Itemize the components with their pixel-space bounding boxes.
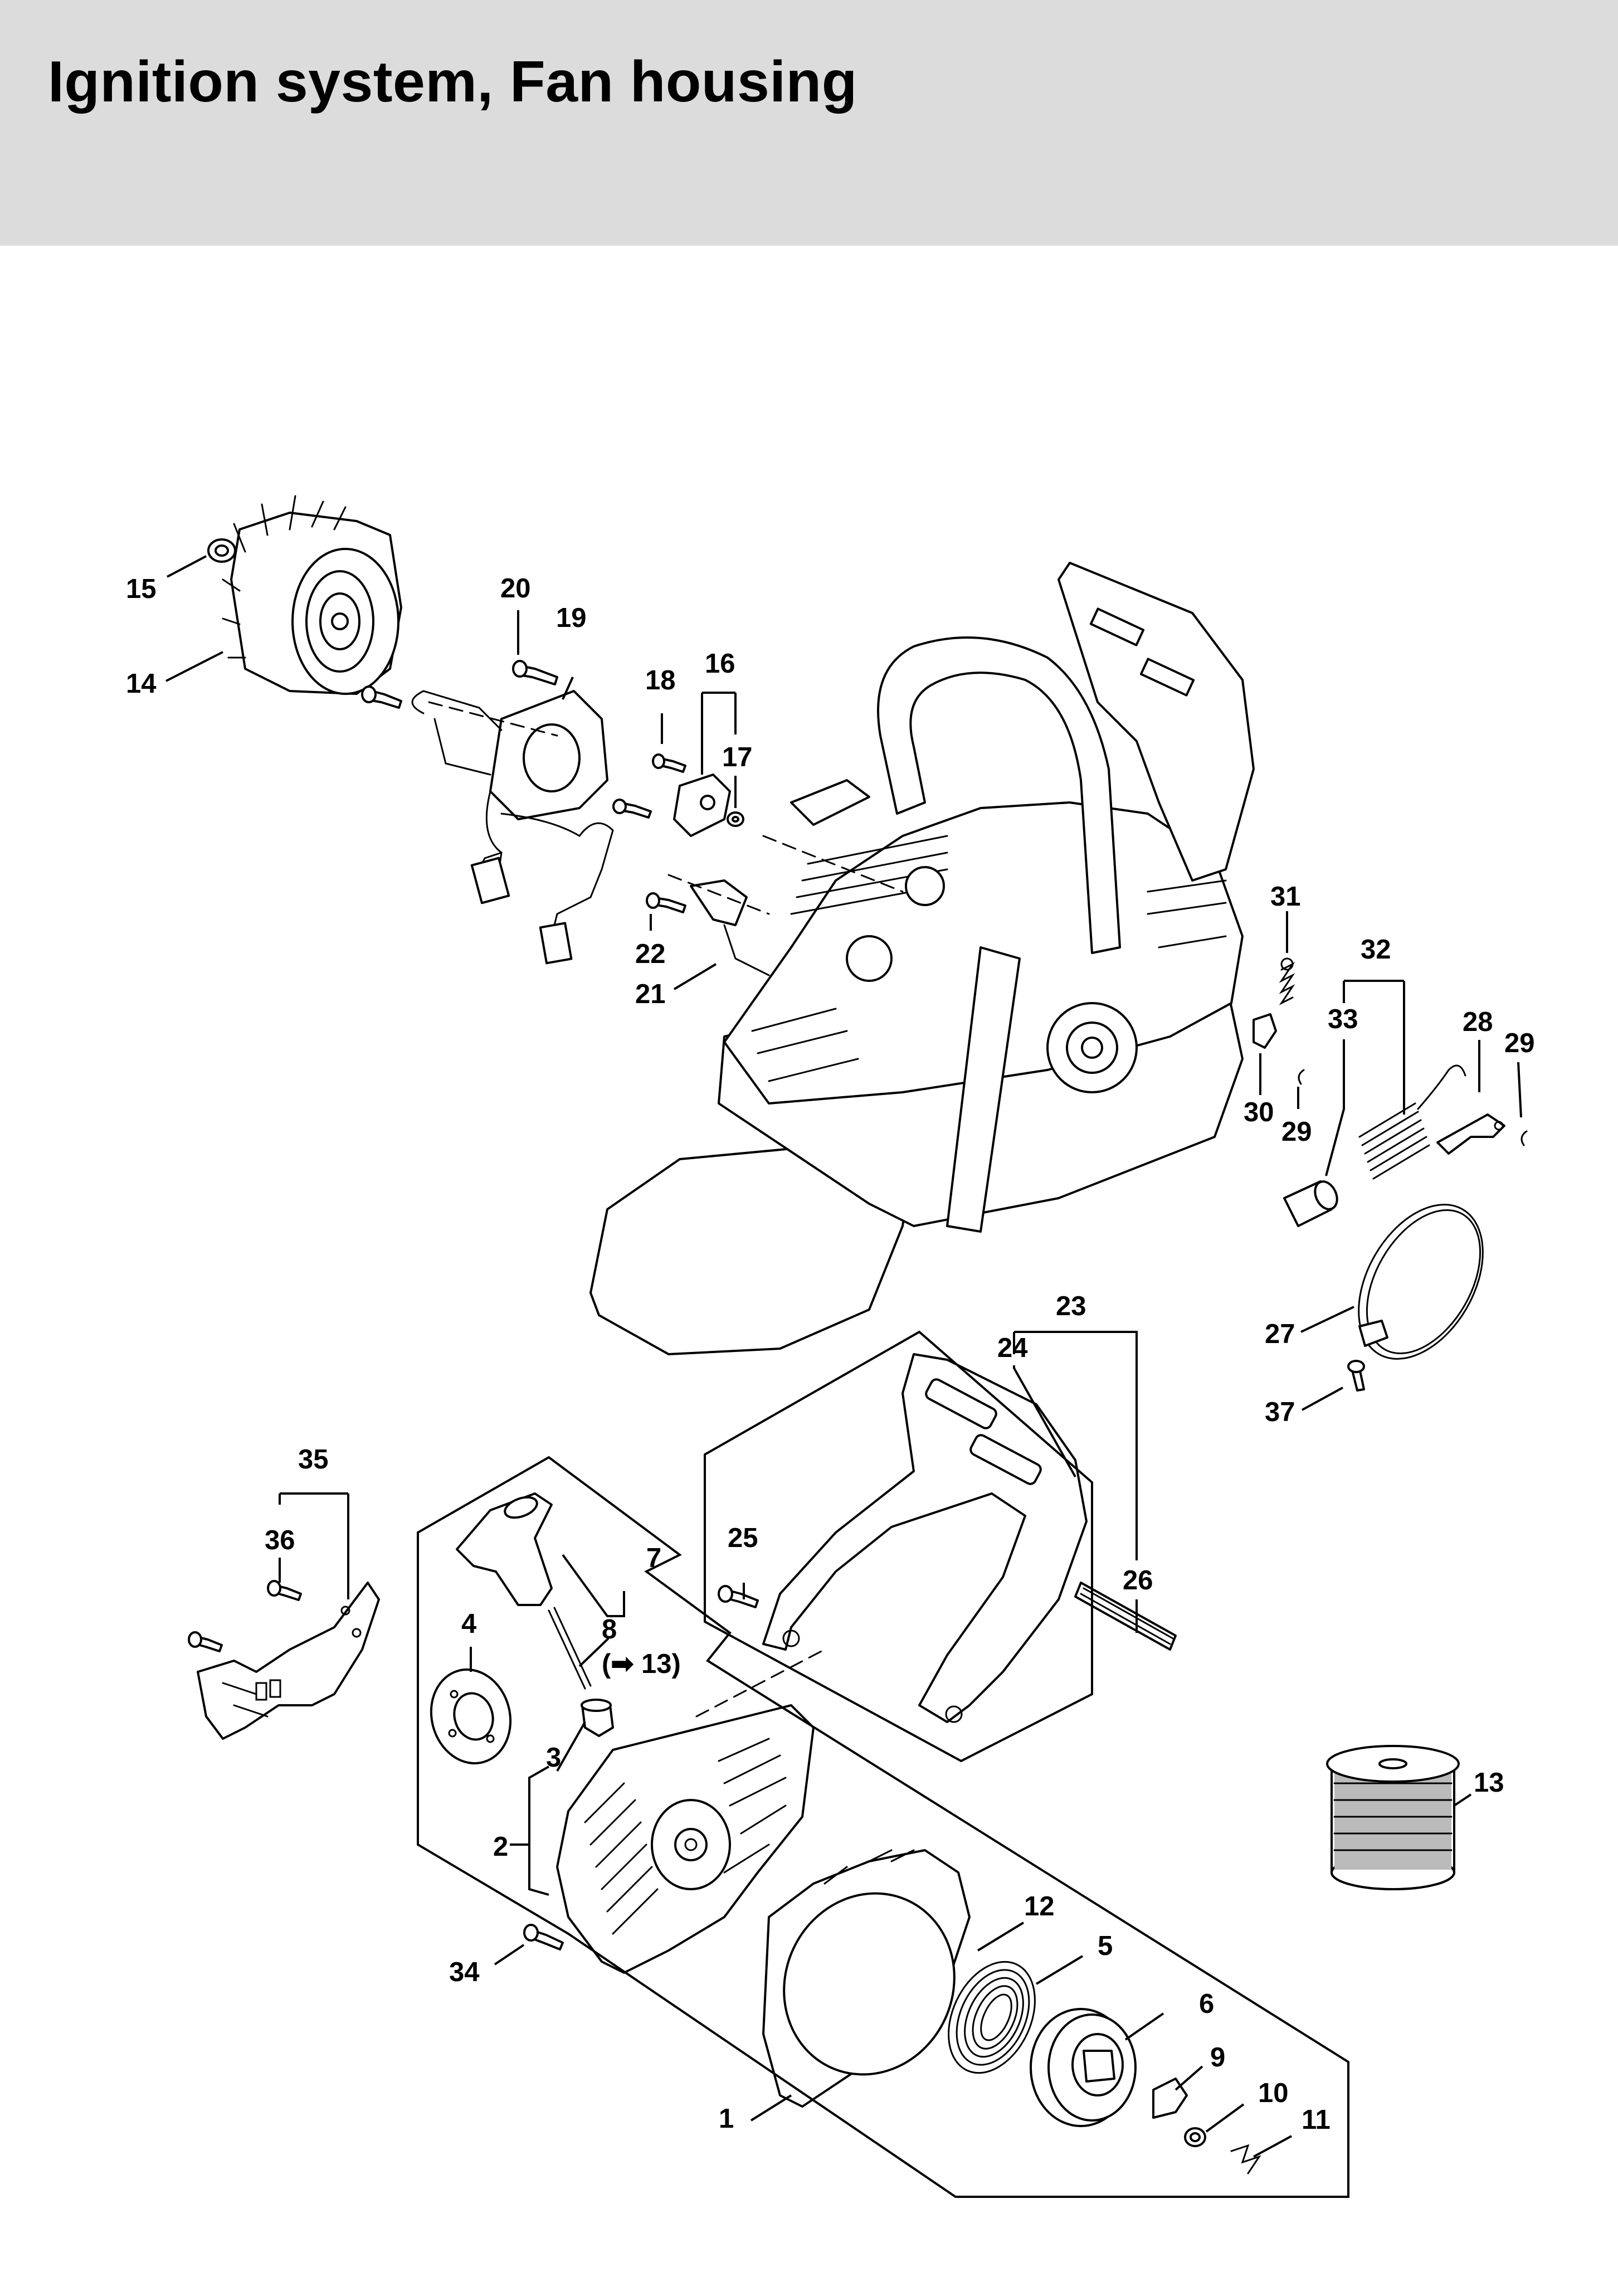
callout-21: 21 [635,979,666,1009]
page-header: Ignition system, Fan housing [0,0,1618,246]
callout-7: 7 [646,1543,661,1573]
callout-15: 15 [126,574,157,604]
callout-34: 34 [449,1957,480,1987]
callout-23: 23 [1056,1291,1086,1321]
hand-guard-group-outline [704,1330,1093,1763]
flywheel-part-14 [222,495,402,695]
rope-guide-part-3 [581,1699,614,1737]
circlip-part-29a [1298,1069,1305,1085]
strip-part-26 [1074,1582,1177,1651]
rewind-spring-part-5 [948,1961,1036,2074]
leader-lines [165,555,1522,2158]
brake-band-part-27 [1358,1204,1484,1360]
starter-rope-part-8 [548,1607,592,1690]
screw-part-25 [718,1585,759,1608]
washer-part-10 [1184,2127,1206,2147]
callout-26: 26 [1123,1565,1153,1595]
callout-8-reference: (➡ 13) [602,1649,681,1679]
page-title: Ignition system, Fan housing [48,50,857,114]
screw-part-22 [612,799,686,913]
callout-30: 30 [1244,1097,1274,1127]
callout-13: 13 [1474,1768,1504,1798]
spring-part-31 [1279,957,1295,1005]
callout-28: 28 [1463,1007,1493,1037]
callout-24: 24 [997,1333,1028,1363]
contact-bracket-part-16 [673,774,731,837]
lever-part-28 [1436,1113,1505,1155]
callout-31: 31 [1270,882,1301,912]
screw-part-20 [361,660,558,709]
callout-25: 25 [728,1523,758,1553]
callout-2: 2 [493,1832,508,1862]
spring-part-32 [1358,1064,1466,1180]
screw-part-34 [523,1924,564,1950]
callout-16: 16 [705,649,735,679]
callout-4: 4 [461,1609,476,1639]
callout-8: 8 [602,1614,617,1645]
short-circuit-wire-part-21 [539,822,770,976]
nut-part-15 [207,538,236,563]
starter-rope-spool-part-13 [1326,1745,1460,1890]
callout-9: 9 [1210,2042,1225,2073]
callout-20: 20 [500,573,531,604]
screw-part-36 [188,1580,302,1652]
washer-part-4 [430,1668,512,1765]
callout-18: 18 [645,665,676,695]
callout-35: 35 [298,1444,329,1475]
callout-3: 3 [546,1743,561,1773]
ignition-module-part-19 [411,690,608,904]
sleeve-part-33 [1283,1180,1338,1227]
callout-14: 14 [126,669,157,699]
callout-labels: 1 2 3 4 5 6 7 8 (➡ 13) 9 10 11 12 13 14 … [126,573,1535,2135]
starter-grip-part-7 [456,1492,553,1606]
fan-housing-group-outline [417,1456,1349,2198]
callout-17: 17 [722,742,753,772]
callout-36: 36 [265,1525,295,1555]
callout-27: 27 [1265,1319,1295,1349]
callout-29-top: 29 [1504,1028,1535,1058]
callout-5: 5 [1098,1931,1113,1961]
callout-32: 32 [1361,935,1391,965]
lever-part-30 [1253,1013,1277,1049]
screw-part-18 [652,753,686,773]
callout-22: 22 [635,939,666,969]
callout-11: 11 [1302,2105,1331,2135]
fan-housing-part-2 [556,1704,815,1974]
screw-part-37 [1347,1360,1365,1392]
callout-19: 19 [556,603,587,633]
chainsaw-body-illustration [589,562,1255,1355]
callout-6: 6 [1199,1989,1214,2019]
callout-33: 33 [1328,1004,1358,1034]
dashed-assembly-line [428,701,904,1718]
spring-clip-part-11 [1230,2144,1261,2175]
callout-12: 12 [1024,1891,1055,1922]
washer-part-17 [727,811,744,827]
rope-rotor-part-6 [1030,2008,1137,2127]
callout-29-left: 29 [1281,1117,1312,1147]
fan-cover-part-12 [762,1849,971,2108]
callout-10: 10 [1258,2078,1289,2108]
circlip-part-29b [1520,1130,1528,1146]
callout-1: 1 [719,2104,734,2134]
chain-catcher-part-35 [197,1582,380,1740]
callout-37: 37 [1265,1397,1295,1427]
hand-guard-part-24 [762,1353,1088,1723]
